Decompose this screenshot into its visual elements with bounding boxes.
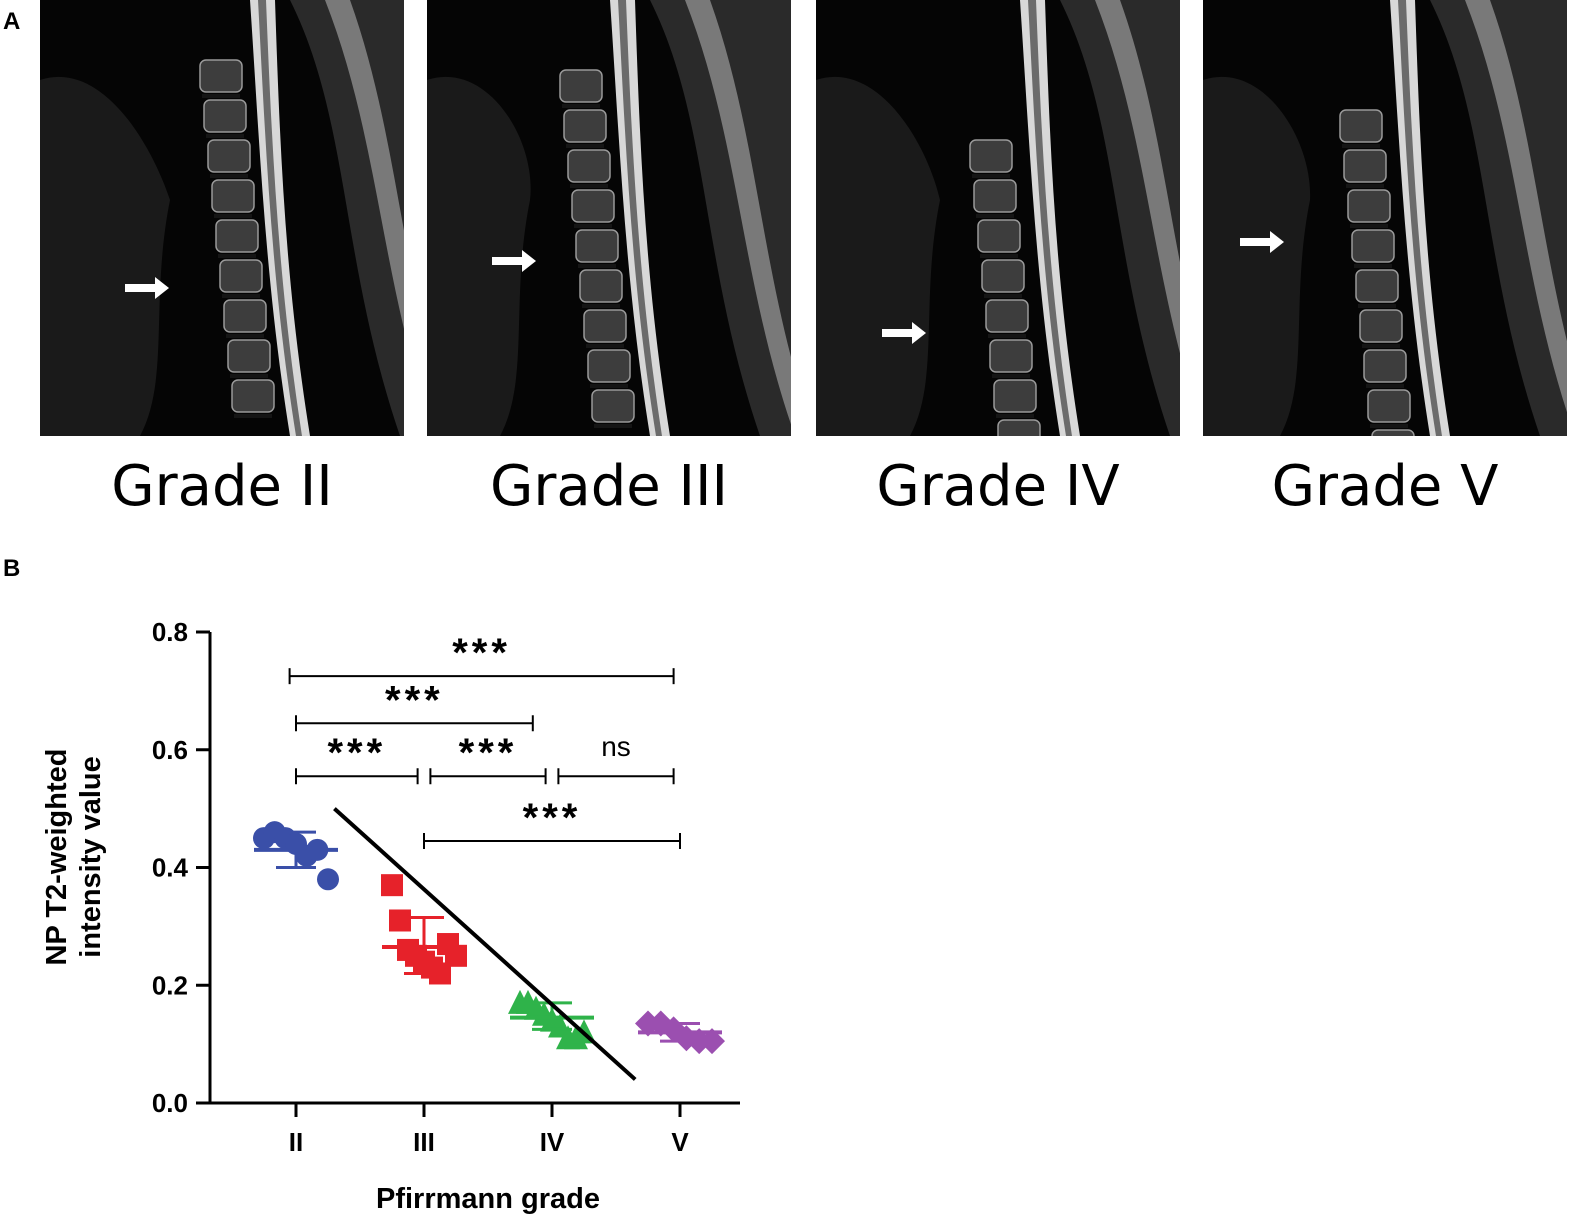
- y-tick-label: 0.6: [152, 735, 188, 765]
- y-axis-label: NP T2-weightedintensity value: [41, 749, 107, 966]
- x-tick-label: IV: [540, 1127, 565, 1157]
- mri-caption-grade-2: Grade II: [111, 454, 333, 519]
- significance-label: ***: [452, 631, 511, 675]
- x-axis-label: Pfirrmann grade: [376, 1183, 600, 1215]
- data-point: [389, 909, 411, 932]
- mri-scan-graphic: [1203, 0, 1567, 436]
- mri-scan-graphic: [816, 0, 1180, 436]
- series-II: [253, 821, 339, 891]
- panel-label-b: B: [3, 555, 21, 582]
- data-point: [699, 1028, 725, 1055]
- data-point: [317, 868, 339, 891]
- x-tick-label: II: [289, 1127, 303, 1157]
- arrow-icon: [1270, 231, 1284, 253]
- mri-image-grade-4: [816, 0, 1180, 436]
- mri-caption-grade-3: Grade III: [489, 454, 729, 519]
- mri-image-grade-3: [427, 0, 791, 436]
- y-tick-label: 0.2: [152, 970, 188, 1000]
- y-tick-label: 0.4: [152, 853, 189, 883]
- significance-bracket: ***: [423, 796, 681, 850]
- y-tick-label: 0.8: [152, 617, 188, 647]
- significance-label: ***: [385, 678, 444, 722]
- significance-bracket: ***: [295, 731, 419, 785]
- data-point: [445, 944, 467, 967]
- significance-bracket: ***: [288, 631, 675, 685]
- mri-caption-grade-5: Grade V: [1271, 454, 1499, 519]
- mri-image-grade-2: [40, 0, 404, 436]
- data-point: [381, 874, 403, 897]
- arrow-icon: [155, 277, 169, 299]
- significance-label: ***: [523, 796, 582, 840]
- panel-label-a: A: [3, 8, 21, 35]
- x-tick-label: III: [413, 1127, 435, 1157]
- significance-label: ns: [601, 731, 631, 762]
- mri-scan-graphic: [427, 0, 791, 436]
- series-V: [635, 1010, 725, 1055]
- y-tick-label: 0.0: [152, 1088, 188, 1118]
- significance-bracket: ns: [557, 731, 675, 785]
- arrow-icon: [912, 322, 926, 344]
- trend-line: [333, 807, 637, 1081]
- significance-bracket: ***: [429, 731, 547, 785]
- mri-scan-graphic: [40, 0, 404, 436]
- significance-label: ***: [459, 731, 518, 775]
- mri-image-grade-5: [1203, 0, 1567, 436]
- arrow-icon: [522, 250, 536, 272]
- series-III: [381, 874, 467, 985]
- x-tick-label: V: [671, 1127, 689, 1157]
- significance-bracket: ***: [295, 678, 534, 732]
- significance-label: ***: [327, 731, 386, 775]
- mri-caption-grade-4: Grade IV: [876, 454, 1120, 519]
- series-IV: [508, 989, 596, 1050]
